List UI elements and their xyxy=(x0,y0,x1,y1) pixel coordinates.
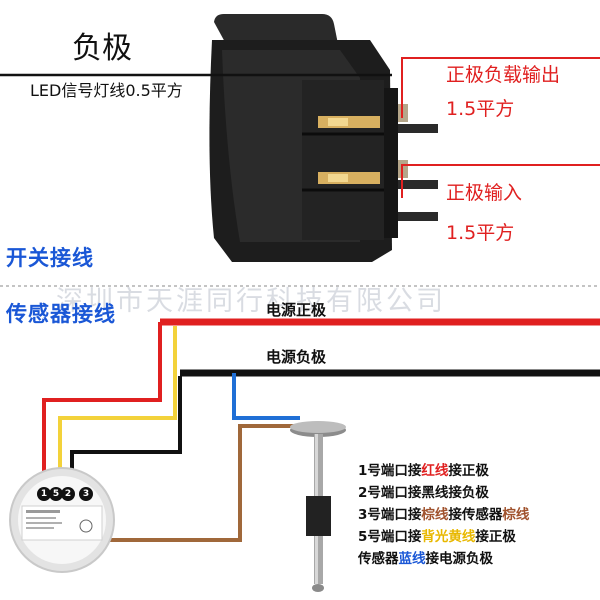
terminal-bottom-highlight xyxy=(328,174,348,182)
positive-output-size: 1.5平方 xyxy=(446,98,515,120)
port-number: 3 xyxy=(82,489,90,499)
positive-output-line xyxy=(401,57,600,118)
sensor-section-title: 传感器接线 xyxy=(6,302,116,326)
label-line xyxy=(26,522,62,524)
rule-highlight: 红线 xyxy=(421,463,449,479)
rule-text: 接正极 xyxy=(475,529,516,545)
rule-text: 接传感器 xyxy=(448,507,503,523)
label-line xyxy=(26,510,60,513)
watermark: 深圳市天涯同行科技有限公司 xyxy=(56,286,446,317)
cert-mark xyxy=(79,519,93,533)
rocker-switch-icon xyxy=(209,14,438,262)
port-number: 5 xyxy=(52,489,60,499)
rule-text: 3号端口接 xyxy=(358,507,422,523)
terminal-top-highlight xyxy=(328,118,348,126)
positive-input-size: 1.5平方 xyxy=(446,222,515,244)
power-negative-label: 电源负极 xyxy=(266,348,327,366)
terminal-housing xyxy=(302,80,384,240)
rule-highlight: 棕线 xyxy=(502,507,530,523)
rule-highlight: 棕线 xyxy=(421,507,449,523)
switch-section-title: 开关接线 xyxy=(6,246,94,270)
positive-input-label: 正极输入 xyxy=(446,182,523,204)
rule-text: 传感器 xyxy=(358,551,399,567)
rule-highlight: 蓝线 xyxy=(398,551,426,567)
rule-row: 2号端口接黑线接负极 xyxy=(358,482,529,504)
rule-row: 5号端口接背光黄线接正极 xyxy=(358,526,529,548)
port-3 xyxy=(79,487,93,501)
rule-row: 1号端口接红线接正极 xyxy=(358,460,529,482)
rule-highlight: 背光黄线 xyxy=(421,529,476,545)
port-1 xyxy=(37,487,51,501)
brown-wire xyxy=(86,424,318,542)
terminal-top xyxy=(318,116,380,128)
power-positive-label: 电源正极 xyxy=(266,301,327,319)
blue-wire xyxy=(232,373,300,420)
fuel-gauge-icon xyxy=(9,467,115,573)
port-number: 2 xyxy=(64,489,72,499)
led-wire-label: LED信号灯线0.5平方 xyxy=(30,81,183,100)
port-number: 1 xyxy=(40,489,48,499)
rule-text: 5号端口接 xyxy=(358,529,422,545)
rule-text: 接电源负极 xyxy=(425,551,494,567)
rule-text: 1号端口接 xyxy=(358,463,422,479)
sensor-float xyxy=(306,496,331,536)
level-sensor-icon xyxy=(290,421,346,592)
positive-input-line xyxy=(401,164,600,198)
switch-flange xyxy=(398,180,438,189)
negative-label: 负极 xyxy=(72,31,132,66)
switch-flange xyxy=(398,124,438,133)
rule-text: 接正极 xyxy=(448,463,489,479)
switch-side xyxy=(384,88,398,238)
red-wire xyxy=(42,322,162,478)
label-line xyxy=(26,527,54,529)
terminal-bottom xyxy=(318,172,380,184)
black-wire xyxy=(70,376,182,478)
switch-rocker-cap xyxy=(214,14,338,44)
sensor-tip xyxy=(312,584,324,592)
positive-output-label: 正极负载输出 xyxy=(446,64,561,86)
switch-flange xyxy=(398,212,438,221)
sensor-flange-top xyxy=(290,421,346,433)
rule-text: 2号端口接黑线接负极 xyxy=(358,485,489,501)
port-5 xyxy=(49,487,63,501)
wiring-rules: 1号端口接红线接正极 2号端口接黑线接负极 3号端口接棕线接传感器棕线 5号端口… xyxy=(358,460,529,570)
rule-row: 传感器蓝线接电源负极 xyxy=(358,548,529,570)
rule-row: 3号端口接棕线接传感器棕线 xyxy=(358,504,529,526)
label-line xyxy=(26,517,56,519)
yellow-wire xyxy=(58,326,177,478)
port-2 xyxy=(61,487,75,501)
